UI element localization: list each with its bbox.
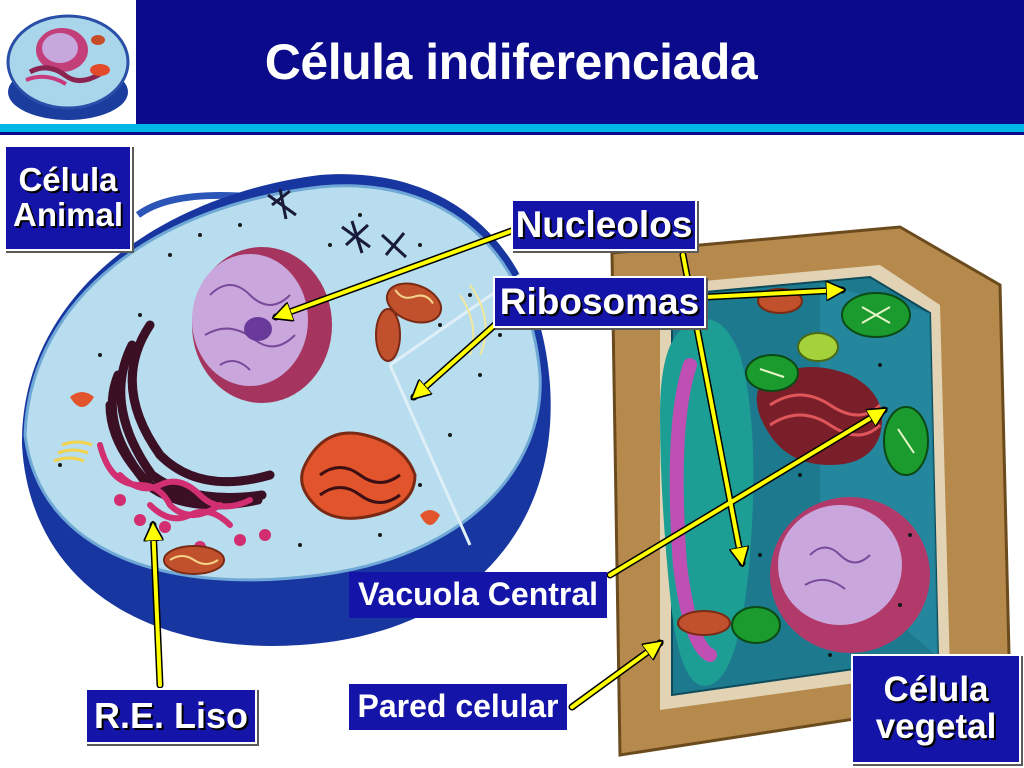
- chloroplasts: [731, 292, 929, 644]
- plant-cell: [610, 225, 1012, 757]
- label-nucleolos: Nucleolos: [511, 199, 697, 251]
- accent-rule: [0, 124, 1024, 132]
- label-animal-cell: Célula Animal: [4, 145, 132, 251]
- slide-title: Célula indiferenciada: [264, 34, 758, 90]
- cell-illustration: [21, 174, 1012, 757]
- label-ribosomas: Ribosomas: [493, 276, 706, 328]
- label-pared-celular: Pared celular: [349, 684, 567, 730]
- cell-thumbnail-image: [0, 0, 136, 124]
- title-bar: Célula indiferenciada: [0, 0, 1024, 124]
- label-re-liso: R.E. Liso: [85, 688, 257, 744]
- divider: [0, 132, 1024, 135]
- label-plant-cell: Célula vegetal: [851, 654, 1021, 764]
- label-vacuola-central: Vacuola Central: [349, 572, 607, 618]
- cell-thumbnail-icon: [6, 14, 130, 120]
